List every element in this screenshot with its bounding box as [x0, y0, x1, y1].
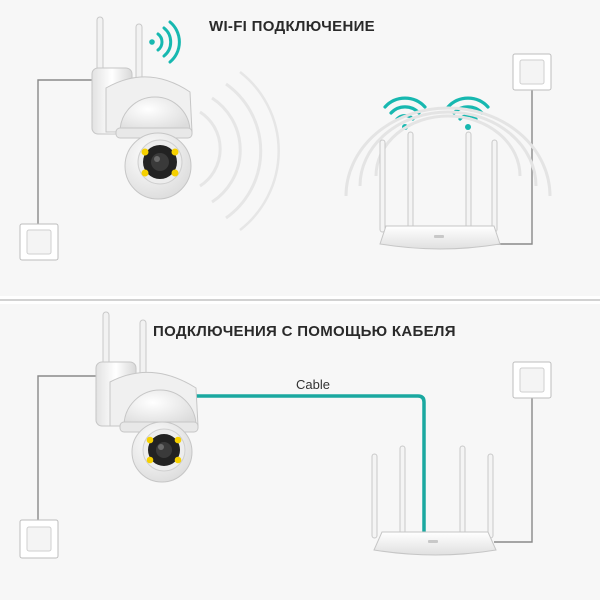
cable-section-heading: ПОДКЛЮЧЕНИЯ С ПОМОЩЬЮ КАБЕЛЯ [153, 323, 456, 340]
camera-power-wire [37, 375, 104, 526]
cable-label: Cable [296, 377, 330, 392]
camera-antenna-right [139, 319, 147, 377]
wifi-section-heading: WI-FI ПОДКЛЮЧЕНИЕ [209, 18, 375, 35]
wifi-router [371, 445, 497, 556]
wall-socket-left [19, 223, 59, 261]
router-power-wire [490, 88, 533, 245]
cable-connection-panel: ПОДКЛЮЧЕНИЯ С ПОМОЩЬЮ КАБЕЛЯ Cable [0, 304, 600, 600]
camera-led [141, 148, 149, 156]
router-wifi-icon-left [383, 96, 427, 130]
wifi-router [379, 131, 501, 250]
wifi-connection-illustration [19, 16, 552, 261]
wall-socket-right [512, 53, 552, 91]
cable-connection-illustration [19, 311, 552, 559]
ethernet-cable [196, 394, 426, 540]
router-wifi-waves [344, 106, 552, 197]
wifi-icon [149, 20, 181, 64]
wall-socket-left [19, 519, 59, 559]
camera-antenna-right [135, 23, 143, 83]
camera-wifi-waves [199, 71, 280, 231]
ip-camera [95, 311, 199, 483]
camera-antenna-left [102, 311, 110, 369]
ip-camera [91, 16, 193, 200]
section-divider [0, 296, 600, 304]
wifi-connection-panel: WI-FI ПОДКЛЮЧЕНИЕ [0, 0, 600, 296]
wall-socket-right [512, 361, 552, 399]
camera-top-dome [119, 96, 191, 133]
camera-top-dome [123, 389, 197, 427]
camera-led [146, 436, 154, 444]
camera-power-wire [37, 79, 110, 228]
router-power-wire [494, 396, 533, 543]
